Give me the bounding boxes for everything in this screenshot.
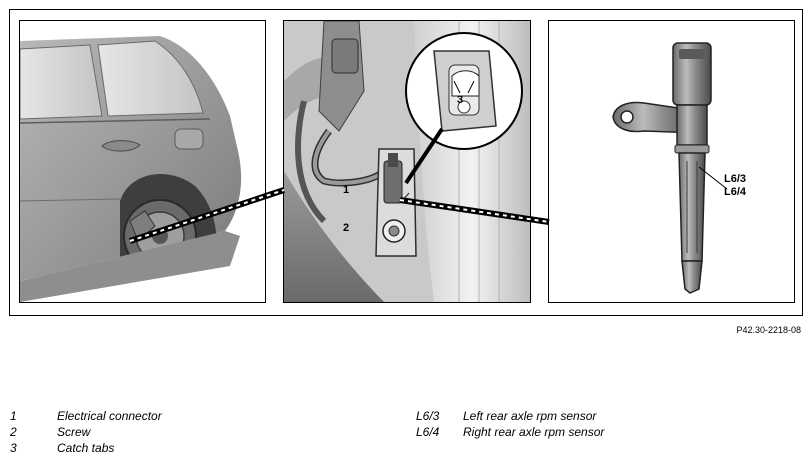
callout-1: 1 [343, 184, 350, 196]
legend-key: 1 [10, 409, 17, 423]
callout-l6-3: L6/3 [724, 173, 747, 185]
figure-reference-number: P42.30-2218-08 [736, 325, 801, 335]
legend-text: Left rear axle rpm sensor [463, 409, 597, 423]
legend-text: Right rear axle rpm sensor [463, 425, 605, 439]
legend-key: 2 [10, 425, 17, 439]
legend-text: Screw [57, 425, 91, 439]
callout-2: 2 [343, 222, 350, 234]
legend-text: Electrical connector [57, 409, 162, 423]
figure-frame: 1 2 3 L6/3 L6/4 [9, 9, 803, 316]
rpm-sensor-panel [548, 20, 795, 303]
legend-key: L6/3 [416, 409, 440, 423]
legend-key: 3 [10, 441, 17, 455]
legend-text: Catch tabs [57, 441, 115, 455]
callout-l6-4: L6/4 [724, 186, 747, 198]
sensor-mounting-panel [283, 20, 531, 303]
legend-key: L6/4 [416, 425, 440, 439]
vehicle-rear-panel [19, 20, 266, 303]
callout-3: 3 [457, 94, 464, 106]
